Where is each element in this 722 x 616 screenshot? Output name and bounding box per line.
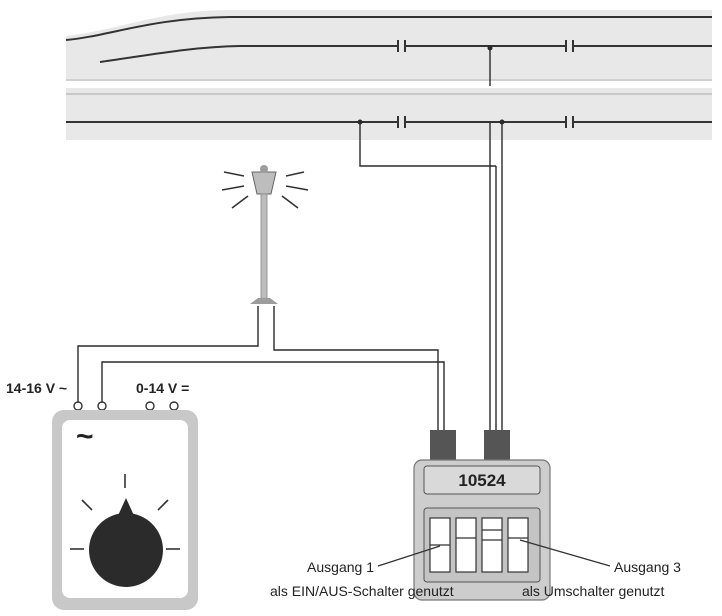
- main-track-bed: [66, 88, 712, 140]
- isolating-joint-icon: [397, 40, 574, 52]
- module-label-plate: [423, 465, 541, 495]
- callout-lines: [377, 539, 611, 567]
- joint-gap: [399, 119, 404, 125]
- terminal-icon: [73, 401, 179, 411]
- joint-gap: [399, 43, 404, 49]
- dip-switches[interactable]: [429, 517, 529, 573]
- lamp-cap: [260, 165, 268, 173]
- module-number: 10524: [458, 471, 506, 490]
- wire-lamp-right: [273, 306, 439, 432]
- joint-gap: [567, 43, 572, 49]
- output1-title: Ausgang 1: [307, 559, 374, 575]
- lamp-base: [250, 298, 278, 304]
- wire-transformer-module: [101, 361, 445, 432]
- lamp-pole: [260, 193, 268, 301]
- lamp-head: [251, 171, 277, 195]
- turnout-curve-rail-inner: [99, 45, 241, 63]
- ac-voltage-label: 14-16 V ~: [6, 380, 67, 396]
- output3-title: Ausgang 3: [614, 559, 681, 575]
- output1-desc: als EIN/AUS-Schalter genutzt: [270, 583, 454, 599]
- wiring: [77, 48, 503, 432]
- dc-voltage-label: 0-14 V =: [136, 380, 189, 396]
- wire-lamp-left: [77, 306, 259, 402]
- module-10524: [413, 430, 551, 601]
- street-lamp: [221, 165, 309, 304]
- wire-junction-dots: [357, 45, 505, 125]
- track-turnout: [65, 10, 712, 81]
- output3-desc: als Umschalter genutzt: [522, 583, 665, 599]
- transformer: [52, 401, 198, 610]
- speed-knob-icon[interactable]: [89, 498, 163, 587]
- joint-gap: [567, 119, 572, 125]
- switch-positions: [430, 529, 528, 546]
- track-main: [66, 88, 712, 140]
- plug-right: [484, 430, 510, 462]
- isolating-joint-icon: [397, 116, 574, 128]
- ac-symbol: ~: [76, 420, 94, 453]
- dial-ticks: [70, 474, 180, 550]
- wire-main-rail: [359, 122, 496, 167]
- light-rays-icon: [221, 171, 309, 209]
- turnout-curve-rail: [65, 16, 712, 41]
- plug-left: [430, 430, 456, 462]
